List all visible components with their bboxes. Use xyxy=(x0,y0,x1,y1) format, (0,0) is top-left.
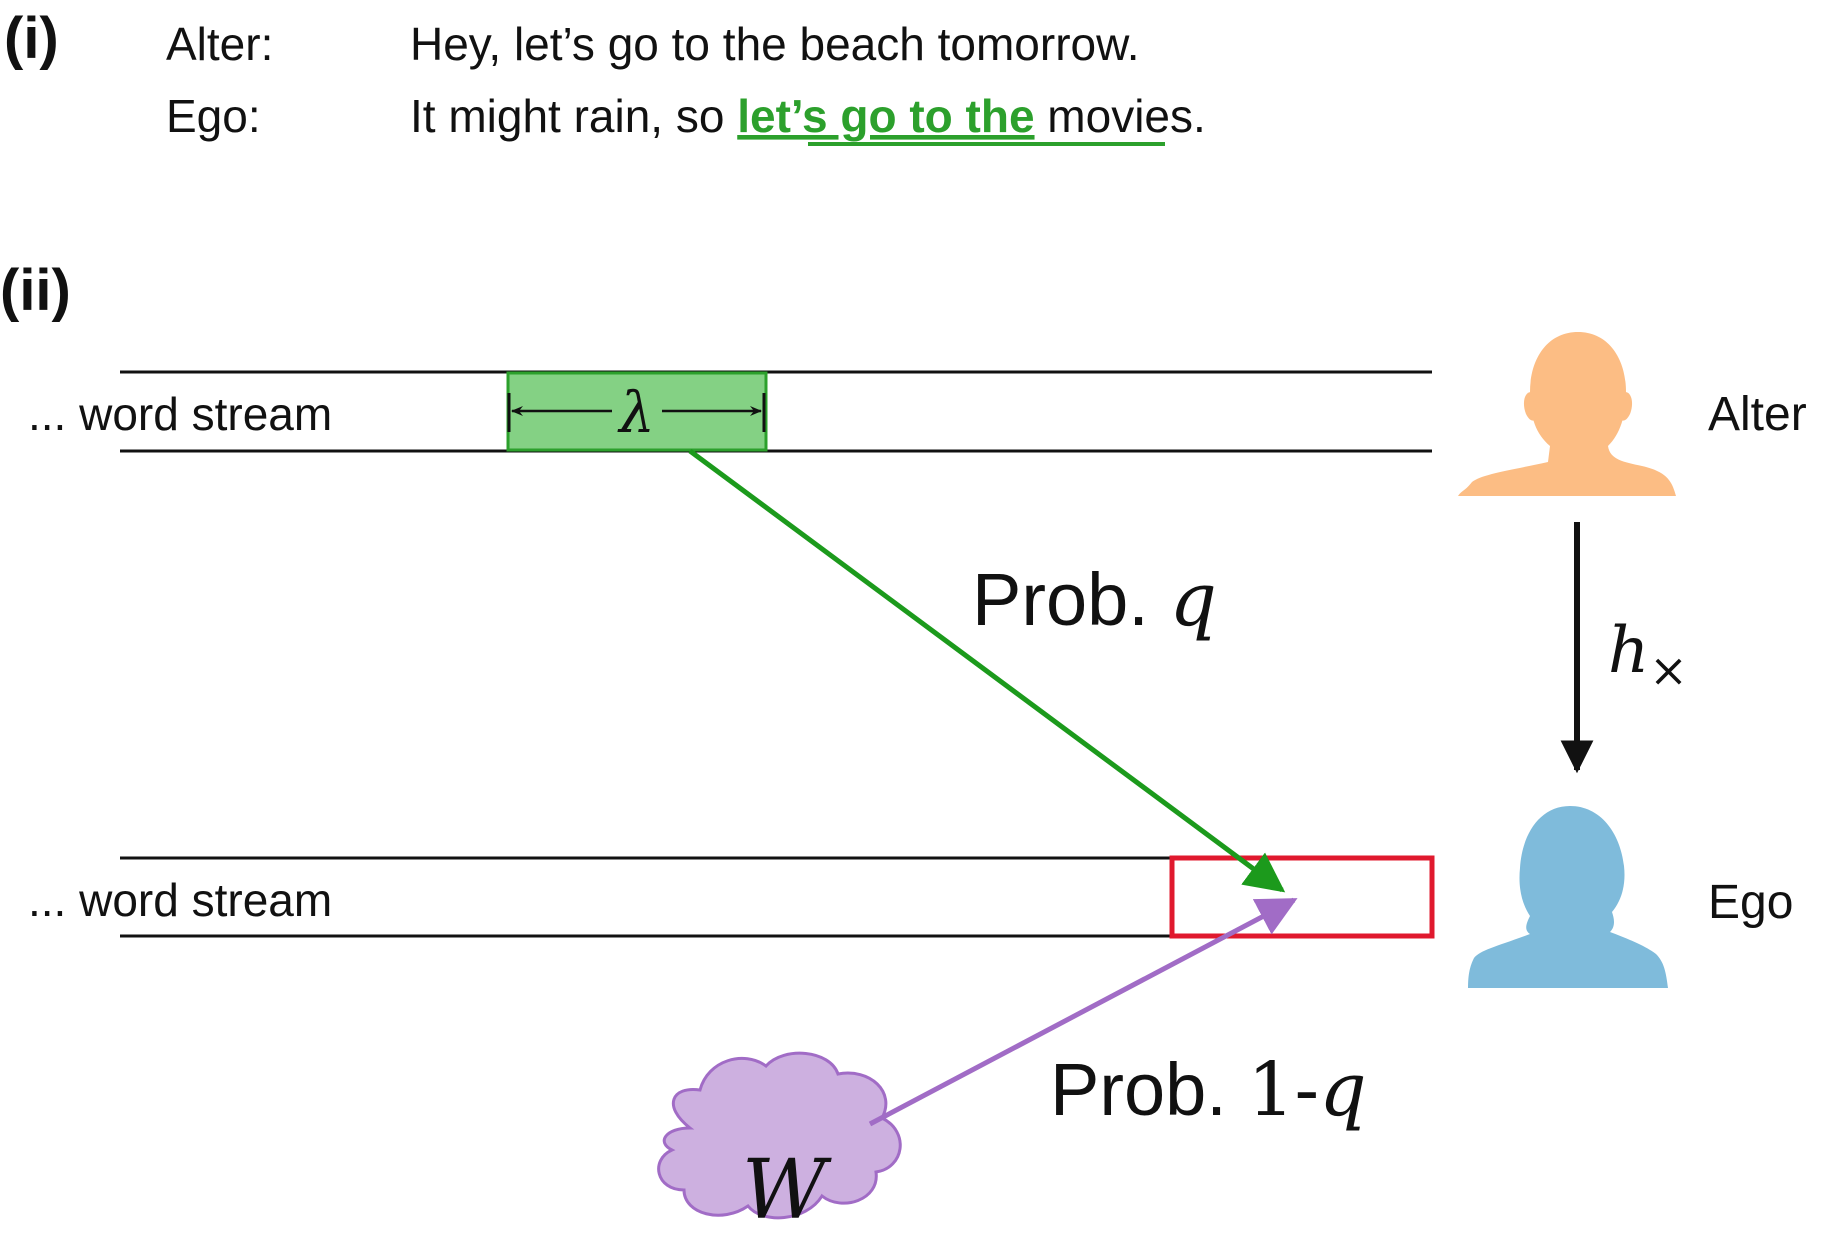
prob-q-prefix: Prob. xyxy=(972,558,1169,641)
h-subscript: × xyxy=(1649,643,1688,697)
prob-one-minus-q-symbol: q xyxy=(1319,1047,1366,1133)
dialogue-ego-before: It might rain, so xyxy=(410,90,737,142)
next-word-box xyxy=(1169,855,1435,939)
ego-person-icon xyxy=(1468,806,1668,988)
cloud-symbol: W xyxy=(742,1143,832,1238)
alter-person-icon xyxy=(1458,332,1676,496)
panel-i-label: (i) xyxy=(4,6,59,71)
ego-stream-label: ... word stream xyxy=(28,874,332,926)
dialogue-speaker-alter: Alter: xyxy=(166,18,273,70)
alter-name: Alter xyxy=(1708,388,1807,441)
dialogue-line-alter: Hey, let’s go to the beach tomorrow. xyxy=(410,18,1140,70)
lambda-symbol: λ xyxy=(617,381,655,446)
vocabulary-cloud: W xyxy=(657,1051,902,1238)
panel-ii-label: (ii) xyxy=(0,258,71,323)
prob-one-minus-q-one: 1 xyxy=(1247,1047,1294,1133)
random-word-arrow xyxy=(868,897,1298,1127)
h-symbol: h xyxy=(1608,614,1649,688)
dialogue-ego-after: movies. xyxy=(1035,90,1206,142)
prob-one-minus-q-label: Prob. 1-q xyxy=(1050,1047,1367,1133)
prob-q-label: Prob. q xyxy=(972,557,1217,643)
prob-one-minus-q-dash: - xyxy=(1295,1048,1320,1131)
copy-arrow xyxy=(688,448,1286,893)
dialogue-speaker-ego: Ego: xyxy=(166,90,261,142)
alter-stream-label: ... word stream xyxy=(28,388,332,440)
h-influence-label: h× xyxy=(1608,614,1688,697)
dialogue-line-ego: It might rain, so let’s go to the movies… xyxy=(410,90,1206,142)
ego-name: Ego xyxy=(1708,876,1793,929)
prob-one-minus-q-prefix: Prob. xyxy=(1050,1048,1247,1131)
dialogue-ego-highlight: let’s go to the xyxy=(737,90,1034,142)
prob-q-symbol: q xyxy=(1169,557,1216,643)
